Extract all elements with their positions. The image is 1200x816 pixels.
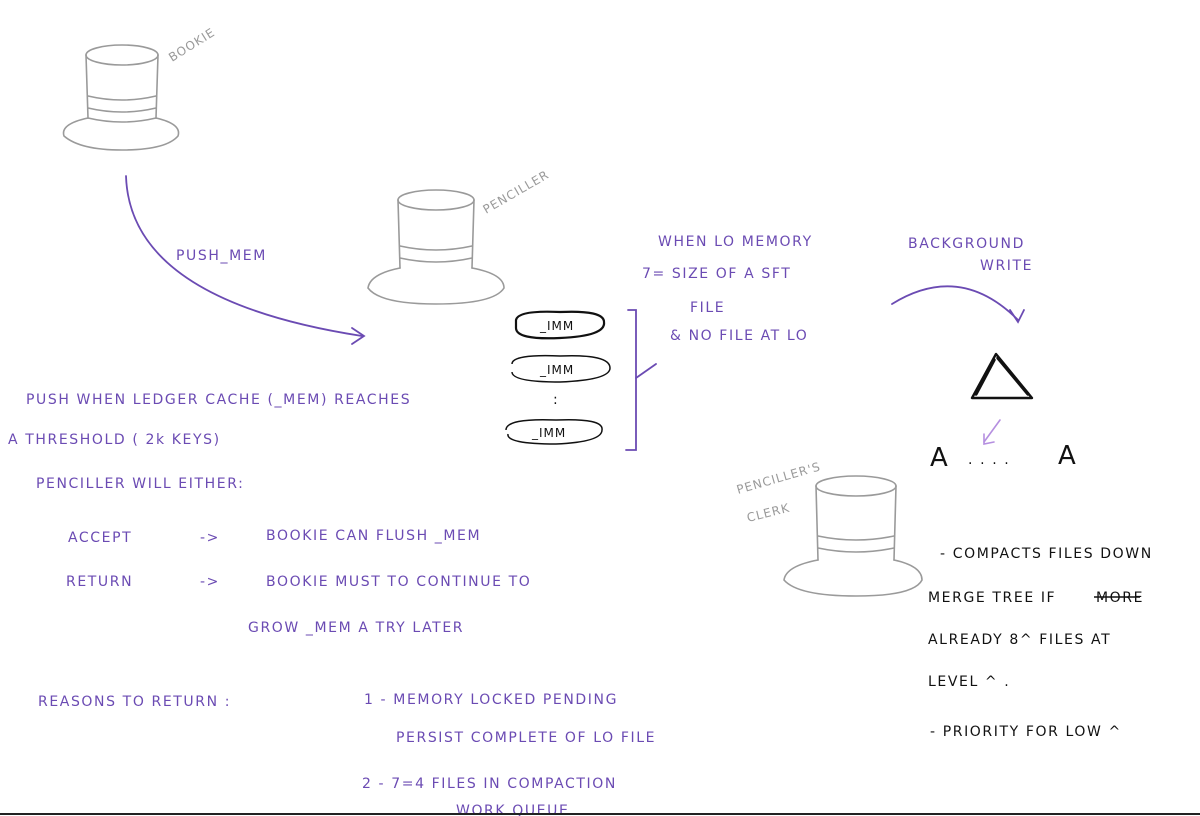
clerk-note-4: LEVEL ^ . xyxy=(928,674,1010,690)
push-mem-arrow-icon xyxy=(125,175,366,345)
imm-box-3-label: _IMM xyxy=(531,426,566,440)
return-label: RETURN xyxy=(66,574,133,590)
penciller-hat-icon xyxy=(367,189,505,305)
notes-line-3: PENCILLER WILL EITHER: xyxy=(36,476,244,492)
reason-1-cont: PERSIST COMPLETE OF LO FILE xyxy=(396,730,656,746)
imm-box-1-label: _IMM xyxy=(539,319,574,333)
reason-1: 1 - MEMORY LOCKED PENDING xyxy=(364,692,618,708)
clerk-hat-icon xyxy=(783,475,923,597)
triangle-icon xyxy=(970,352,1034,400)
notes-line-2: A THRESHOLD ( 2k KEYS) xyxy=(8,432,221,448)
clerk-note-5: - PRIORITY FOR LOW ^ xyxy=(930,724,1122,740)
imm-box-2: _IMM xyxy=(511,354,611,383)
reason-2: 2 - 7=4 FILES IN COMPACTION xyxy=(362,776,617,792)
imm-bracket-icon xyxy=(625,309,657,451)
clerk-note-3: ALREADY 8^ FILES AT xyxy=(928,632,1111,648)
imm-box-3: _IMM xyxy=(505,418,603,445)
when-note-line-4: & NO FILE AT LO xyxy=(670,328,808,344)
background-write-arrow-icon xyxy=(891,285,1025,324)
clerk-note-2: MERGE TREE IF xyxy=(928,590,1056,606)
clerk-note-1: - COMPACTS FILES DOWN xyxy=(940,546,1153,562)
bookie-hat-icon xyxy=(62,44,180,151)
when-note-line-3: FILE xyxy=(690,300,725,316)
accept-text: BOOKIE CAN FLUSH _MEM xyxy=(266,528,481,544)
background-write-line-2: WRITE xyxy=(980,258,1033,274)
imm-ellipsis: : xyxy=(553,392,559,408)
when-note-line-1: WHEN LO MEMORY xyxy=(658,234,813,250)
clerk-note-2-struck: MORE xyxy=(1096,590,1144,606)
accept-arrow: -> xyxy=(200,530,220,546)
level-left: A xyxy=(930,443,950,473)
bookie-hat-label: BOOKIE xyxy=(166,25,217,64)
level-right: A xyxy=(1058,441,1078,471)
clerk-hat-label-1: PENCILLER'S xyxy=(735,459,822,496)
return-text-2: GROW _MEM A TRY LATER xyxy=(248,620,464,636)
reason-2-cont: WORK QUEUE xyxy=(456,803,569,816)
level-dots: . . . . xyxy=(968,452,1010,468)
background-write-line-1: BACKGROUND xyxy=(908,236,1025,252)
return-arrow: -> xyxy=(200,574,220,590)
notes-line-1: PUSH WHEN LEDGER CACHE (_MEM) REACHES xyxy=(26,392,411,408)
penciller-hat-label: PENCILLER xyxy=(481,167,552,216)
clerk-hat-label-2: CLERK xyxy=(745,501,791,525)
return-text: BOOKIE MUST TO CONTINUE TO xyxy=(266,574,531,590)
imm-box-1: _IMM xyxy=(514,310,606,340)
when-note-line-2: 7= SIZE OF A SFT xyxy=(642,266,791,282)
down-left-arrow-icon xyxy=(983,419,1001,445)
reasons-label: REASONS TO RETURN : xyxy=(38,694,231,710)
accept-label: ACCEPT xyxy=(68,530,132,546)
push-mem-label: PUSH_MEM xyxy=(176,248,267,264)
imm-box-2-label: _IMM xyxy=(539,363,574,377)
